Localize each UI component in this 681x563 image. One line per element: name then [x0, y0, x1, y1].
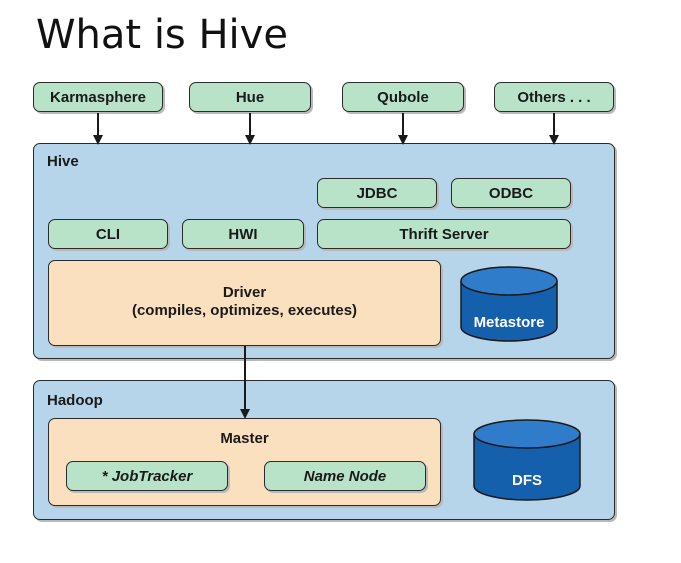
client-others: Others . . .: [494, 82, 614, 112]
odbc-box: ODBC: [451, 178, 571, 208]
page-title: What is Hive: [36, 12, 288, 58]
client-karmasphere: Karmasphere: [33, 82, 163, 112]
hadoop-label: Hadoop: [47, 392, 103, 409]
jdbc-label: JDBC: [356, 184, 398, 202]
driver-box: [48, 260, 441, 346]
thrift-server-box: Thrift Server: [317, 219, 571, 249]
master-label: Master: [220, 430, 269, 447]
driver-subtitle: (compiles, optimizes, executes): [131, 302, 358, 319]
client-others-label: Others . . .: [517, 88, 591, 106]
thrift-server-label: Thrift Server: [399, 225, 489, 243]
jobtracker-box: * JobTracker: [66, 461, 228, 491]
cli-box: CLI: [48, 219, 168, 249]
namenode-label: Name Node: [303, 467, 387, 485]
dfs-cylinder: [473, 419, 581, 501]
metastore-cylinder: [460, 266, 558, 342]
hwi-box: HWI: [182, 219, 304, 249]
jobtracker-label: * JobTracker: [101, 467, 193, 485]
hwi-label: HWI: [228, 225, 258, 243]
hive-label: Hive: [47, 153, 79, 170]
odbc-label: ODBC: [488, 184, 534, 202]
metastore-label: Metastore: [473, 314, 545, 331]
jdbc-box: JDBC: [317, 178, 437, 208]
client-hue: Hue: [189, 82, 311, 112]
cli-label: CLI: [95, 225, 121, 243]
dfs-label: DFS: [512, 472, 542, 489]
client-karmasphere-label: Karmasphere: [50, 88, 146, 106]
driver-title: Driver: [222, 284, 267, 301]
client-qubole-label: Qubole: [377, 88, 429, 106]
client-qubole: Qubole: [342, 82, 464, 112]
namenode-box: Name Node: [264, 461, 426, 491]
client-hue-label: Hue: [235, 88, 265, 106]
